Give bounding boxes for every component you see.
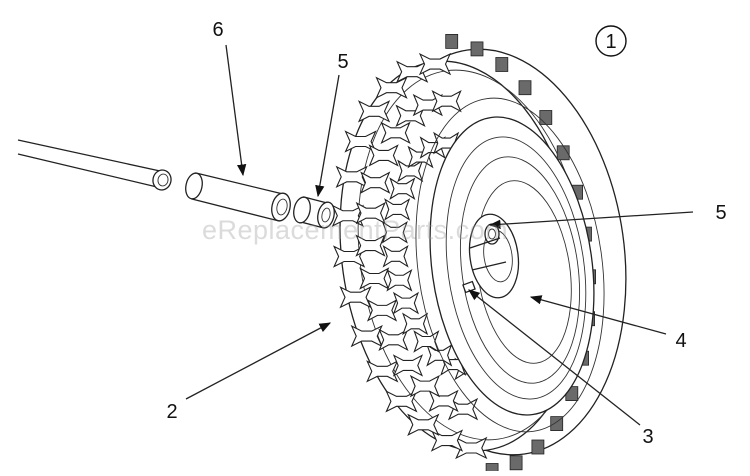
side-lug	[485, 463, 499, 476]
tread-lug	[385, 390, 418, 413]
watermark: eReplacementParts.com	[202, 215, 508, 245]
side-lug	[539, 110, 553, 125]
tread-lug	[382, 244, 409, 268]
tread-lug	[455, 436, 488, 460]
leader-6	[225, 44, 247, 177]
axle-shaft	[17, 139, 172, 191]
tread-lug	[428, 389, 459, 413]
leader-3	[468, 289, 641, 426]
leader-5-right	[488, 211, 694, 229]
callout-4: 4	[675, 330, 686, 352]
callout-6: 6	[212, 19, 223, 41]
side-lug	[509, 455, 523, 471]
tread-lug	[332, 245, 366, 268]
leader-2	[185, 322, 332, 400]
callout-2: 2	[166, 401, 177, 423]
tread-lug	[355, 234, 386, 257]
tread-lug	[368, 144, 399, 167]
tread-lug	[447, 397, 479, 421]
tread-lug	[426, 343, 453, 367]
tread-lug	[375, 76, 408, 99]
side-lug	[531, 439, 545, 455]
tread-lug	[407, 413, 440, 436]
tread-lug	[397, 159, 424, 183]
spacer-tube	[185, 172, 291, 222]
tread-lug	[360, 171, 391, 194]
tread-lug	[331, 204, 364, 227]
callout-5-right: 5	[715, 202, 726, 224]
tread-lug	[431, 89, 462, 113]
side-lug	[495, 57, 509, 72]
tread-lug	[409, 374, 441, 398]
tread-lug	[384, 198, 411, 221]
tread-lug	[418, 52, 452, 76]
tread-lug	[380, 121, 411, 145]
side-lug	[518, 80, 532, 96]
tread-lug	[392, 291, 420, 315]
wheel-hub	[462, 213, 520, 299]
callout-3: 3	[642, 426, 653, 448]
tread-lug	[357, 100, 391, 123]
tread-lug	[366, 299, 398, 322]
tread-lug	[413, 330, 440, 353]
tread-lug	[402, 312, 429, 336]
tread-lug	[392, 354, 424, 377]
tread-lug	[381, 221, 408, 244]
assembly-number: 1	[605, 31, 616, 53]
bearing-bushing	[293, 196, 335, 229]
tread-lug	[386, 268, 413, 292]
tread-lug	[430, 429, 464, 452]
assembly-number-badge: 1	[595, 25, 627, 57]
callout-5-left: 5	[337, 51, 348, 73]
leader-lines	[185, 44, 694, 426]
side-lug	[445, 34, 459, 49]
leader-5-left	[315, 74, 340, 198]
tread-lug	[378, 328, 409, 352]
side-lug	[470, 41, 484, 57]
tread-lug	[389, 177, 416, 200]
leader-4	[529, 295, 667, 335]
tread-lug	[395, 60, 429, 83]
tread-lug	[366, 360, 399, 383]
